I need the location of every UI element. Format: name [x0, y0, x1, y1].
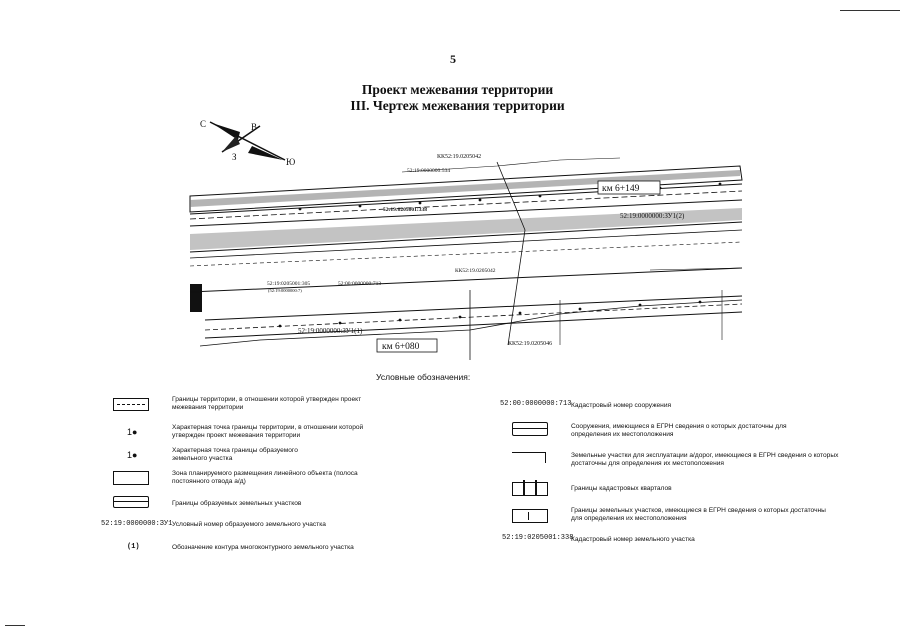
scan-edge-mark	[5, 625, 25, 626]
legend-text: Кадастровый номер земельного участка	[571, 536, 695, 543]
upper-road	[189, 165, 743, 227]
middle-road	[189, 208, 743, 312]
legend-symbol-placement-zone	[113, 471, 149, 485]
legend-symbol-new-parcels	[113, 496, 149, 508]
legend-text: Границы кадастровых кварталов	[571, 485, 672, 492]
characteristic-points	[278, 182, 722, 328]
legend-text: Земельные участки для эксплуатации а/дор…	[571, 452, 839, 467]
legend-symbol-territory-point: 1●	[127, 427, 138, 437]
page-number: 5	[450, 52, 456, 66]
quarter-boundary-upper	[401, 157, 621, 173]
quarter-label-bottom: КК52:19.0205046	[508, 341, 552, 347]
legend-symbol-parcel-point: 1●	[127, 450, 138, 460]
legend-text: Границы образуемых земельных участков	[172, 500, 302, 507]
new-parcel-label: 52:19:0000000:ЗУ1(2)	[620, 212, 685, 220]
legend-symbol-road-parcels	[512, 452, 546, 463]
legend-code: 52:00:0000000:713	[500, 400, 572, 408]
legend-text: Характерная точка границы территории, в …	[172, 424, 364, 439]
parcel-label: 52:19:0000000:534	[407, 168, 450, 174]
page-title: Проект межевания территории	[361, 82, 554, 97]
legend-text: Сооружения, имеющиеся в ЕГРН сведения о …	[571, 423, 787, 438]
compass-north: С	[200, 119, 206, 129]
km-marker-149: км 6+149	[602, 184, 640, 194]
legend-text: Границы территории, в отношении которой …	[172, 396, 362, 411]
legend-text: Характерная точка границы образуемого зе…	[172, 447, 298, 462]
legend-symbol-structures	[512, 422, 548, 436]
compass-south: Ю	[286, 157, 295, 167]
legend-symbol-egrn-parcels	[512, 509, 548, 523]
quarter-label-mid: КК52:19.0205042	[455, 268, 496, 274]
lower-road	[189, 267, 743, 360]
legend-symbol-cadastral-quarters	[512, 480, 548, 496]
quarter-boundary	[496, 161, 526, 346]
scan-edge-mark	[840, 10, 900, 11]
legend-text: Обозначение контура многоконтурного земе…	[172, 544, 354, 551]
parcel-label: (52:19:0000000:7)	[268, 288, 302, 293]
legend-code: (1)	[127, 543, 140, 551]
legend-text: Границы земельных участков, имеющиеся в …	[571, 507, 826, 522]
legend-text: Зона планируемого размещения линейного о…	[172, 470, 358, 485]
legend-text: Условный номер образуемого земельного уч…	[172, 521, 326, 528]
compass-east: В	[251, 122, 257, 132]
legend-code: 52:19:0205001:338	[502, 534, 574, 542]
km-marker-080: км 6+080	[382, 342, 420, 352]
parcel-label: 52:19:0205001:305	[267, 281, 310, 287]
compass-rose: С В З Ю	[200, 119, 295, 167]
parcel-label: 52:19:0205001:338	[383, 207, 427, 213]
legend-symbol-territory-boundary	[113, 398, 149, 411]
legend-text: Кадастровый номер сооружения	[571, 402, 672, 409]
page-subtitle: III. Чертеж межевания территории	[350, 98, 565, 113]
structure-label: 52:00:0000000:713	[338, 281, 381, 287]
new-parcel-label: 52:19:0000000:ЗУ1(1)	[298, 327, 363, 335]
quarter-label-top: КК52:19.0205042	[437, 154, 481, 160]
legend-title: Условные обозначения:	[376, 372, 471, 382]
compass-west: З	[232, 152, 237, 162]
legend-code: 52:19:0000000:ЗУ1	[101, 520, 173, 528]
